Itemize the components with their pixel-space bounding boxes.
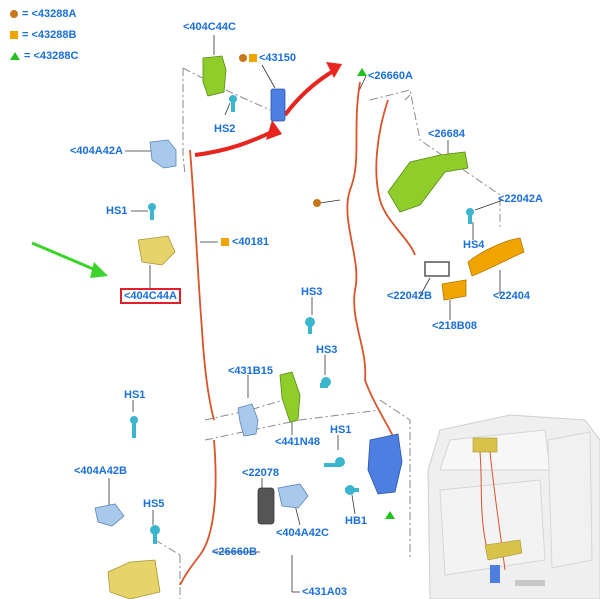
label-hs3-b: HS3: [316, 344, 338, 356]
label-404A42B: <404A42B: [74, 465, 127, 477]
label-26684: <26684: [428, 128, 466, 140]
triangle-icon: [385, 511, 395, 519]
triangle-icon: [357, 68, 367, 76]
part-hs3-screw-a: [305, 317, 315, 334]
label-431A03: <431A03: [302, 586, 347, 598]
green-arrow: [31, 241, 99, 273]
label-hs1-left: HS1: [124, 389, 146, 401]
label-404C44A-highlighted: <404C44A: [120, 288, 181, 304]
label-40181: <40181: [232, 236, 270, 248]
part-404A42A-bracket: [149, 139, 177, 169]
label-22042A: <22042A: [498, 193, 543, 205]
leader-lines: [108, 35, 504, 593]
label-404C44C: <404C44C: [183, 21, 236, 33]
square-icon: [221, 238, 229, 246]
label-431B15: <431B15: [228, 365, 273, 377]
dot-icon: [10, 10, 18, 19]
part-hs2-screw: [229, 95, 237, 112]
green-arrow-head: [90, 262, 108, 278]
label-hs5: HS5: [143, 498, 165, 510]
label-441N48: <441N48: [275, 436, 320, 448]
part-hs4-screw: [466, 208, 474, 224]
label-hb1: HB1: [345, 515, 368, 527]
label-26660A: <26660A: [368, 70, 413, 82]
label-hs3-a: HS3: [301, 286, 323, 298]
part-hs1-screw-top: [148, 203, 156, 220]
vehicle-thumbnail: [427, 414, 600, 599]
assembly-outline: [154, 67, 501, 599]
label-hs1-mid: HS1: [330, 424, 352, 436]
label-22078: <22078: [242, 467, 280, 479]
part-22404-handle: [467, 237, 525, 277]
label-22404: <22404: [493, 290, 531, 302]
cable: [179, 81, 416, 586]
legend-row-triangle: = <43288C: [10, 50, 78, 64]
label-218B08: <218B08: [432, 320, 477, 332]
legend-row-dot: = <43288A: [10, 8, 76, 22]
part-43150-switch: [270, 88, 286, 122]
part-441N48-rod: [279, 371, 301, 423]
part-218B08-cap: [441, 279, 467, 301]
part-hs3-screw-b: [320, 377, 331, 388]
label-26660B: <26660B: [212, 546, 257, 558]
legend-row-square: = <43288B: [10, 29, 76, 43]
label-404A42A: <404A42A: [70, 145, 123, 157]
square-icon: [249, 54, 257, 62]
label-hs4: HS4: [463, 239, 485, 251]
part-hs5-screw: [150, 525, 160, 544]
square-icon: [10, 31, 18, 40]
part-404A42C-bracket: [277, 483, 309, 509]
red-arrow-2: [283, 68, 337, 117]
part-404C44C: [202, 55, 227, 97]
red-arrow-head-lower: [266, 120, 282, 140]
part-26684-handle-frame: [387, 151, 469, 213]
dot-icon: [239, 54, 247, 62]
part-22042B-gasket: [424, 261, 450, 277]
label-43150: <43150: [259, 52, 297, 64]
part-hb1-bolt: [345, 485, 359, 495]
legend-text: = <43288B: [22, 29, 77, 42]
legend-text: = <43288C: [24, 50, 79, 63]
part-lock-actuator: [367, 433, 403, 495]
legend-text: = <43288A: [22, 8, 77, 21]
triangle-icon: [10, 52, 20, 61]
part-hs1-screw-mid: [324, 457, 345, 467]
part-22078-plate: [257, 487, 275, 525]
part-404C44A-cup: [137, 235, 176, 266]
label-404A42C: <404A42C: [276, 527, 329, 539]
label-hs1-top: HS1: [106, 205, 128, 217]
part-404A42B-bracket: [94, 503, 125, 527]
red-arrow: [194, 130, 273, 157]
part-hs1-screw-left: [130, 416, 138, 438]
part-bottom-housing: [107, 559, 161, 599]
red-arrow-head-upper: [326, 62, 342, 78]
label-22042B: <22042B: [387, 290, 432, 302]
dot-icon: [313, 199, 321, 207]
label-hs2: HS2: [214, 123, 236, 135]
part-431B15-bracket: [237, 403, 259, 437]
